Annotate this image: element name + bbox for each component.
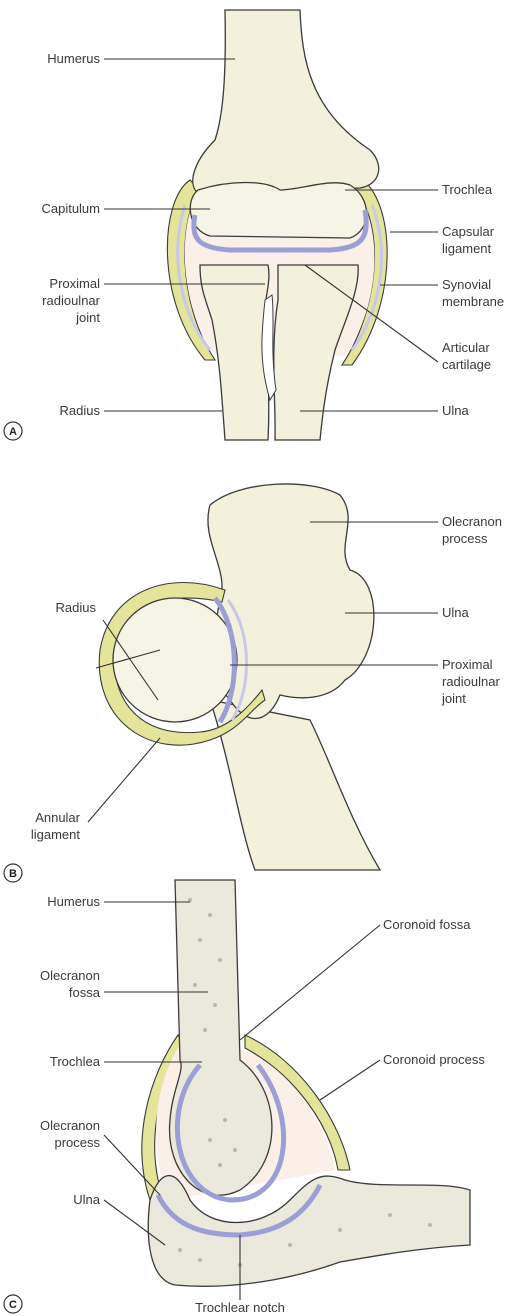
label-articular-cartilage-2: cartilage [442,357,491,372]
label-proximal-radioulnar-joint-a-2: radioulnar [42,293,100,308]
label-olecranon-fossa-1: Olecranon [40,968,100,983]
panel-c: Humerus Olecranon fossa Trochlea Olecran… [4,880,485,1315]
panel-letter-c: C [9,1299,17,1311]
label-proximal-radioulnar-joint-b-1: Proximal [442,657,493,672]
label-capsular-ligament-2: ligament [442,241,492,256]
label-trochlea-c: Trochlea [50,1054,101,1069]
label-proximal-radioulnar-joint-a-1: Proximal [49,276,100,291]
label-articular-cartilage-1: Articular [442,340,490,355]
label-proximal-radioulnar-joint-b-2: radioulnar [442,674,500,689]
label-trochlea-a: Trochlea [442,182,493,197]
panel-letter-a: A [9,426,17,438]
label-synovial-membrane-1: Synovial [442,277,491,292]
label-olecranon-process-c-2: process [54,1135,100,1150]
label-olecranon-fossa-2: fossa [69,985,101,1000]
label-capsular-ligament-1: Capsular [442,224,495,239]
panel-letter-b: B [9,868,17,880]
label-radius-b: Radius [56,600,97,615]
label-annular-ligament-1: Annular [35,810,80,825]
label-radius-a: Radius [60,403,101,418]
humerus-bone [193,10,379,195]
radius-head-b [113,598,237,722]
label-humerus-c: Humerus [47,894,100,909]
label-coronoid-process: Coronoid process [383,1052,485,1067]
label-capitulum: Capitulum [41,201,100,216]
label-trochlear-notch: Trochlear notch [195,1300,285,1315]
label-humerus-a: Humerus [47,51,100,66]
label-olecranon-process-c-1: Olecranon [40,1118,100,1133]
label-annular-ligament-2: ligament [31,827,81,842]
label-proximal-radioulnar-joint-a-3: joint [75,310,100,325]
label-synovial-membrane-2: membrane [442,294,504,309]
label-coronoid-fossa: Coronoid fossa [383,917,471,932]
panel-b: Radius Annular ligament Olecranon proces… [4,484,502,882]
panel-a: Humerus Capitulum Proximal radioulnar jo… [4,10,504,440]
label-proximal-radioulnar-joint-b-3: joint [441,691,466,706]
label-ulna-a: Ulna [442,403,470,418]
trochlea-capitulum-bone [190,183,366,239]
humerus-bone-c [170,880,272,1195]
label-olecranon-process-b-2: process [442,531,488,546]
label-olecranon-process-b-1: Olecranon [442,514,502,529]
label-ulna-c: Ulna [73,1192,101,1207]
label-ulna-b: Ulna [442,605,470,620]
